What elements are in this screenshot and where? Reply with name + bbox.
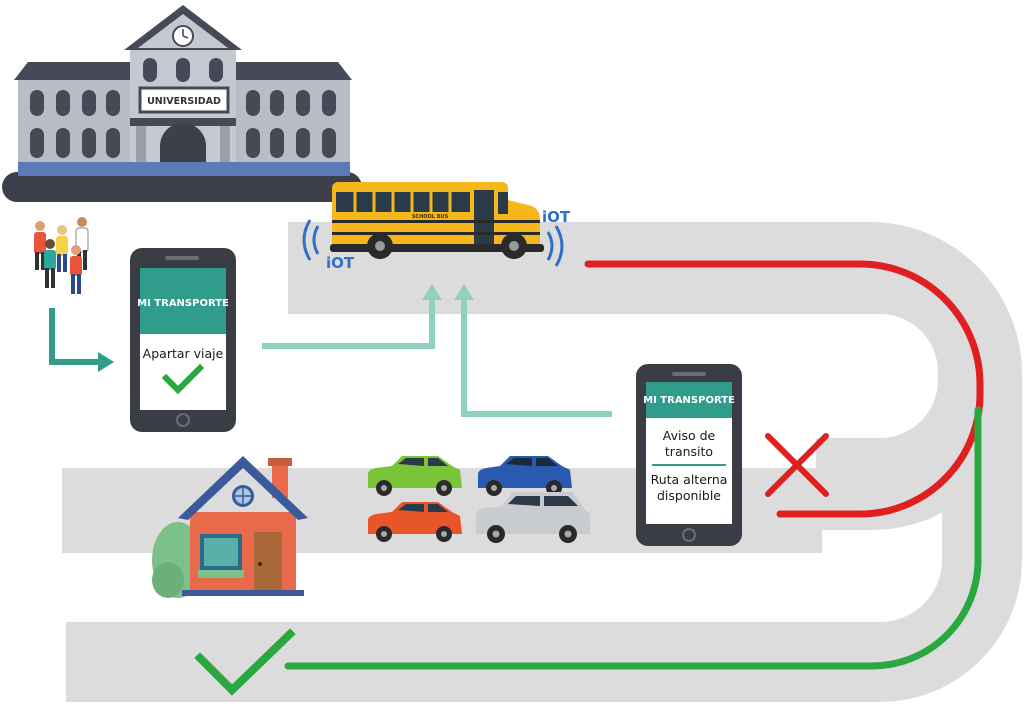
blocked-x-icon bbox=[765, 433, 829, 497]
traffic-jam bbox=[368, 456, 590, 543]
phone-right-alert-line1: Aviso de bbox=[663, 428, 716, 443]
success-check-icon bbox=[194, 628, 296, 696]
flow-arrows bbox=[49, 284, 612, 417]
phone-right-title: MI TRANSPORTE bbox=[643, 395, 735, 406]
check-icon bbox=[161, 363, 205, 395]
phone-right-alert-line2: transito bbox=[665, 444, 713, 459]
phone-right-route-line1: Ruta alterna bbox=[651, 472, 728, 487]
school-bus: SCHOOL BUS bbox=[330, 182, 544, 259]
people-to-app-arrow bbox=[49, 308, 100, 365]
phone-right: MI TRANSPORTE Aviso de transito Ruta alt… bbox=[636, 364, 742, 546]
bus-side-text: SCHOOL BUS bbox=[412, 214, 449, 220]
wifi-wave-icon bbox=[546, 231, 554, 261]
phone-right-route-line2: disponible bbox=[657, 488, 721, 503]
phone-right-app-header bbox=[646, 382, 732, 418]
blocked-route-line bbox=[584, 260, 984, 518]
iot-left-label: iOT bbox=[326, 254, 355, 272]
iot-left-signal: iOT bbox=[302, 219, 355, 272]
road-bottom-loop bbox=[66, 374, 1022, 702]
car-orange bbox=[368, 502, 462, 542]
alert-to-bus-arrowhead bbox=[454, 284, 474, 300]
phone-right-home-button bbox=[682, 528, 696, 542]
alternate-route-line bbox=[284, 406, 982, 670]
phone-left-title: MI TRANSPORTE bbox=[137, 298, 229, 309]
phone-left-home-button bbox=[176, 413, 190, 427]
alert-to-bus-arrow bbox=[461, 298, 612, 417]
people-to-app-arrowhead bbox=[98, 352, 114, 372]
iot-right-signal: iOT bbox=[542, 208, 571, 267]
university-building: UNIVERSIDAD bbox=[2, 5, 362, 202]
wifi-wave-icon bbox=[312, 225, 320, 255]
iot-right-label: iOT bbox=[542, 208, 571, 226]
car-silver bbox=[476, 492, 590, 543]
car-green bbox=[368, 456, 462, 496]
house-icon bbox=[152, 456, 308, 598]
phone-left-app-header bbox=[140, 268, 226, 334]
app-to-bus-arrow bbox=[262, 298, 435, 349]
app-to-bus-arrowhead bbox=[422, 284, 442, 300]
university-sign: UNIVERSIDAD bbox=[147, 96, 221, 107]
phone-left-message: Apartar viaje bbox=[143, 346, 224, 361]
phone-left: MI TRANSPORTE Apartar viaje bbox=[130, 248, 236, 432]
people-group-icon bbox=[34, 217, 89, 294]
